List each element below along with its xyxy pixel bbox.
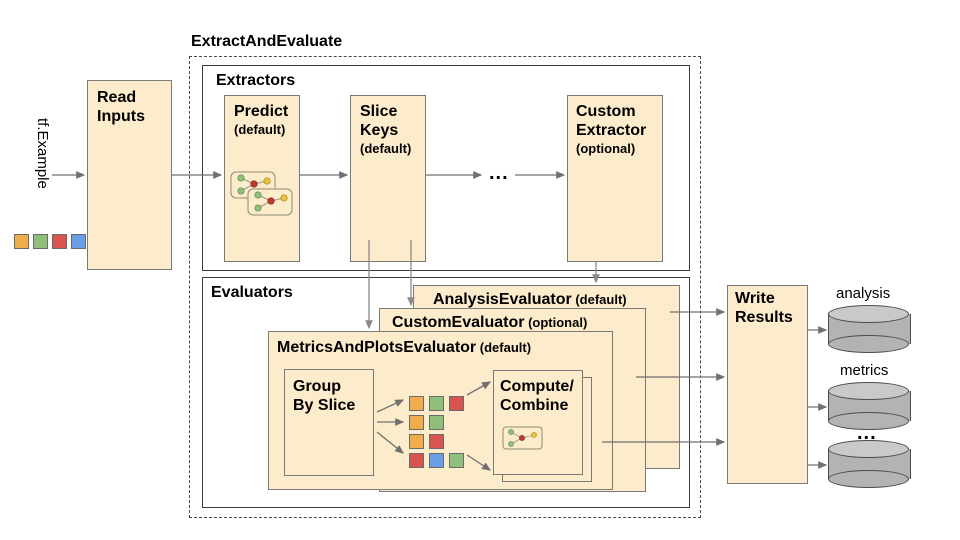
output-cylinder-metrics[interactable] (828, 382, 911, 430)
analysis-evaluator-name: AnalysisEvaluator (433, 291, 572, 308)
extractor-slice-keys-box[interactable] (350, 95, 426, 262)
read-inputs-box[interactable] (87, 80, 172, 270)
extractor-custom-label-line2: Extractor (576, 122, 647, 139)
extractor-predict-label: Predict (234, 103, 289, 120)
extractors-title: Extractors (216, 72, 296, 89)
output-cylinder-other[interactable] (828, 440, 911, 488)
legend-square-3 (71, 234, 86, 249)
group-by-slice-label-line1: Group (293, 378, 341, 395)
output-label-analysis: analysis (836, 285, 891, 302)
slice-square-3-1 (429, 453, 444, 468)
extractor-slice-keys-label-line2: Keys (360, 122, 399, 139)
extract-and-evaluate-container (189, 56, 701, 518)
extractor-predict-qualifier: (default) (234, 122, 286, 137)
cylinder-bottom (828, 412, 909, 430)
metrics-and-plots-evaluator-name: MetricsAndPlotsEvaluator (277, 339, 477, 356)
compute-combine-label-line1: Compute/ (500, 378, 574, 395)
metrics-and-plots-evaluator-qualifier: (default) (476, 340, 532, 355)
compute-combine-label-line2: Combine (500, 397, 569, 414)
analysis-evaluator-qualifier: (default) (571, 292, 627, 307)
cylinder-top (828, 382, 909, 400)
slice-square-2-1 (429, 434, 444, 449)
extractor-custom-qualifier: (optional) (576, 141, 636, 156)
extractor-slice-keys-label-line1: Slice (360, 103, 398, 120)
slice-square-2-0 (409, 434, 424, 449)
custom-evaluator-qualifier: (optional) (524, 315, 588, 330)
slice-square-0-1 (429, 396, 444, 411)
legend-square-0 (14, 234, 29, 249)
read-inputs-label-line1: Read (97, 89, 137, 106)
group-by-slice-box[interactable] (284, 369, 374, 476)
custom-evaluator-name: CustomEvaluator (392, 314, 525, 331)
extract-and-evaluate-title: ExtractAndEvaluate (191, 33, 343, 50)
cylinder-bottom (828, 335, 909, 353)
output-cylinder-analysis[interactable] (828, 305, 911, 353)
custom-evaluator-label: CustomEvaluator (optional) (392, 314, 587, 332)
analysis-evaluator-label: AnalysisEvaluator (default) (433, 291, 627, 309)
slice-square-0-2 (449, 396, 464, 411)
write-results-box[interactable] (727, 285, 808, 484)
input-label: tf.Example (34, 118, 51, 189)
cylinder-top (828, 440, 909, 458)
output-label-metrics: metrics (840, 362, 889, 379)
extractor-custom-label-line1: Custom (576, 103, 636, 120)
slice-square-1-1 (429, 415, 444, 430)
cylinder-top (828, 305, 909, 323)
slice-square-0-0 (409, 396, 424, 411)
cylinder-bottom (828, 470, 909, 488)
read-inputs-label-line2: Inputs (97, 108, 145, 125)
compute-combine-box[interactable] (493, 370, 583, 475)
write-results-label-line2: Results (735, 309, 793, 326)
group-by-slice-label-line2: By Slice (293, 397, 356, 414)
metrics-and-plots-evaluator-label: MetricsAndPlotsEvaluator (default) (277, 339, 531, 357)
output-label-ellipsis: ... (857, 422, 877, 444)
legend-square-1 (33, 234, 48, 249)
slice-square-3-0 (409, 453, 424, 468)
extractors-ellipsis: ... (489, 162, 509, 184)
extractor-custom-box[interactable] (567, 95, 663, 262)
extractor-slice-keys-qualifier: (default) (360, 141, 412, 156)
write-results-label-line1: Write (735, 290, 775, 307)
slice-square-3-2 (449, 453, 464, 468)
evaluators-title: Evaluators (211, 284, 293, 301)
slice-square-1-0 (409, 415, 424, 430)
legend-square-2 (52, 234, 67, 249)
